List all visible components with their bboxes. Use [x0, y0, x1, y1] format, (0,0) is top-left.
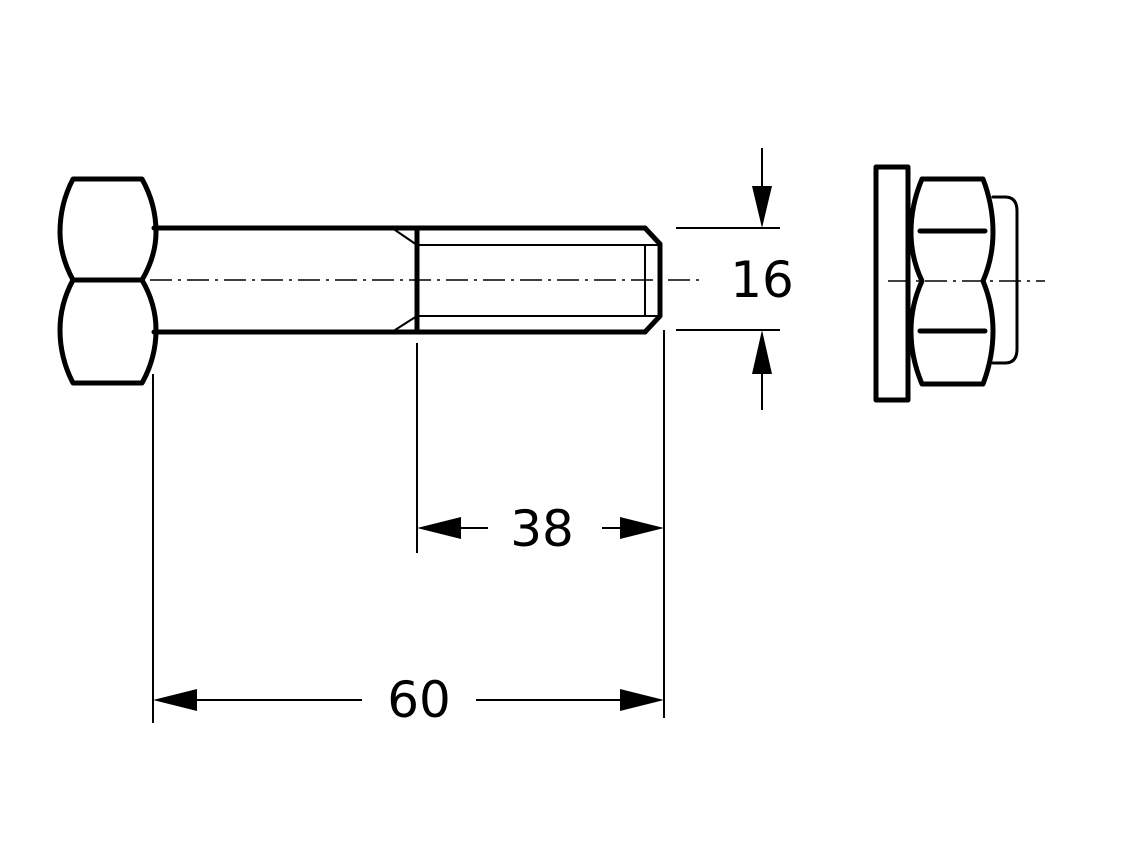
bolt-head	[57, 176, 159, 386]
dimension-thread-length: 38	[416, 330, 665, 718]
dimension-label-diameter: 16	[730, 251, 794, 309]
lock-nut	[873, 164, 1045, 403]
dimension-label-bolt-length: 60	[387, 671, 451, 729]
thread-lines	[394, 229, 660, 331]
dimension-diameter: 16	[676, 148, 794, 410]
dimension-bolt-length: 60	[152, 374, 665, 729]
dimension-label-thread-length: 38	[510, 500, 574, 558]
bolt	[57, 176, 700, 386]
washer	[873, 164, 911, 403]
